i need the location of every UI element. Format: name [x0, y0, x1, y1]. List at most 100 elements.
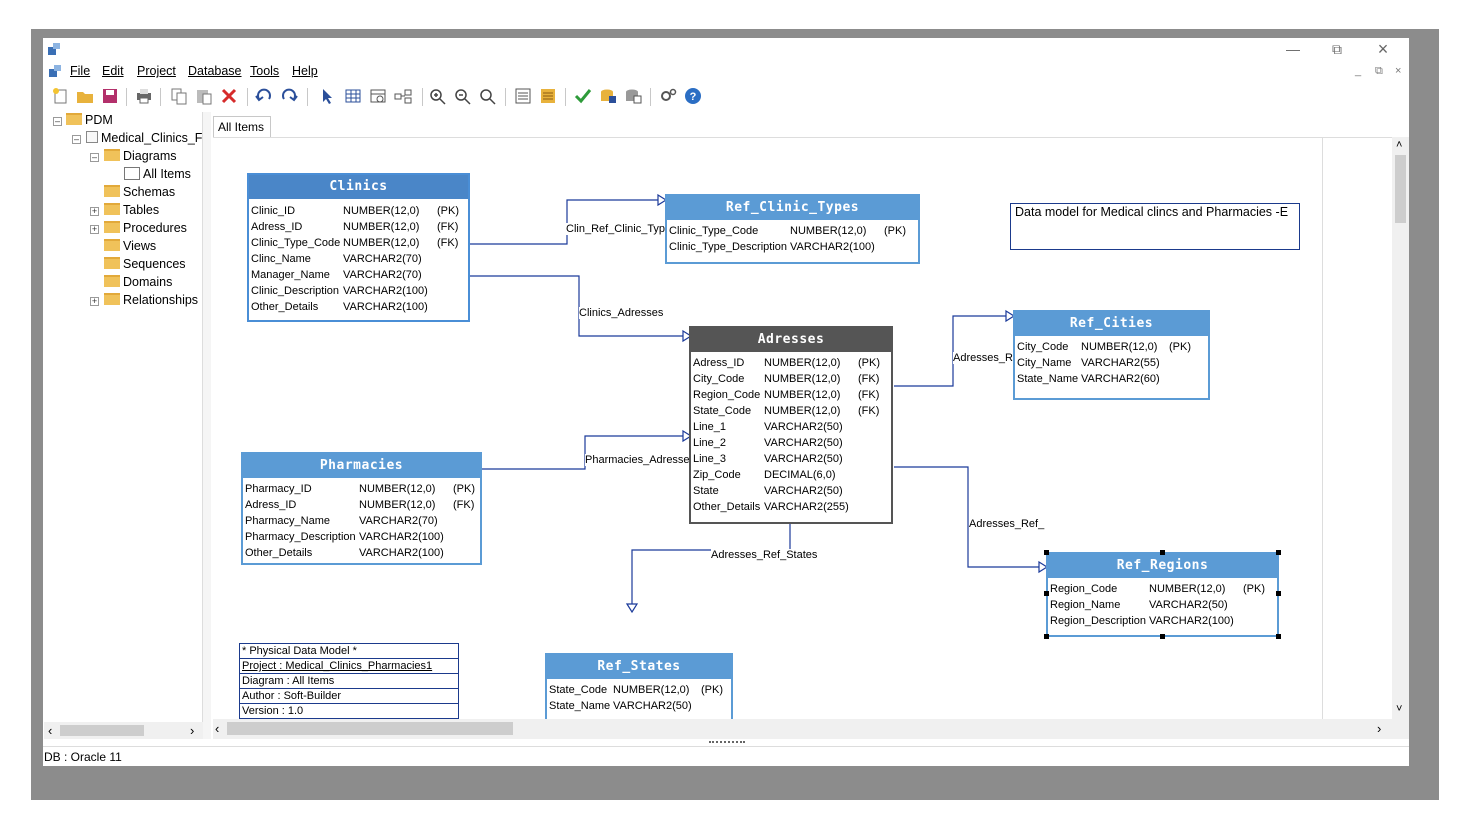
folder-icon [104, 185, 120, 197]
menu-help[interactable]: Help [292, 64, 318, 78]
menu-bar: File Edit Project Database Tools Help _ … [43, 60, 1409, 82]
selection-handle[interactable] [1276, 550, 1281, 555]
tree-node-procedures[interactable]: Procedures [104, 221, 187, 239]
resize-grip[interactable] [709, 741, 745, 743]
tree-node-views[interactable]: Views [104, 239, 156, 257]
save-icon[interactable] [100, 87, 120, 105]
collapse-icon[interactable]: – [53, 116, 62, 126]
panel-splitter[interactable] [203, 112, 211, 739]
tab-all-items[interactable]: All Items [213, 116, 271, 137]
expand-icon[interactable]: + [90, 224, 99, 234]
tree-node-tables[interactable]: Tables [104, 203, 159, 221]
rel-label-clin-ref-clinic-types[interactable]: Clin_Ref_Clinic_Types [566, 223, 677, 235]
selection-handle[interactable] [1044, 634, 1049, 639]
document-icon[interactable] [538, 87, 558, 105]
paste-icon[interactable] [194, 87, 214, 105]
entity-title: Pharmacies [243, 454, 480, 478]
collapse-icon[interactable]: – [72, 134, 81, 144]
tree-node-pdm[interactable]: PDM [66, 113, 113, 131]
menu-database[interactable]: Database [188, 64, 242, 78]
close-button[interactable]: × [1377, 39, 1389, 59]
tree-node-all-items[interactable]: All Items [124, 167, 191, 185]
collapse-icon[interactable]: – [90, 152, 99, 162]
view-icon[interactable] [368, 87, 388, 105]
delete-icon[interactable] [219, 87, 239, 105]
expand-icon[interactable]: + [90, 296, 99, 306]
selection-handle[interactable] [1160, 634, 1165, 639]
tree-node-diagrams[interactable]: Diagrams [104, 149, 177, 167]
status-bar: DB : Oracle 11 [43, 746, 1409, 766]
title-bar: — ⧉ × [43, 38, 1409, 60]
rel-label-adresses-ref-cities[interactable]: Adresses_R [953, 352, 1013, 364]
scroll-right-icon[interactable]: › [1377, 721, 1382, 736]
new-icon[interactable] [51, 87, 71, 105]
pointer-icon[interactable] [318, 87, 338, 105]
scroll-right-icon[interactable]: › [190, 723, 195, 738]
rel-label-pharmacies-adresses[interactable]: Pharmacies_Adresse [585, 454, 690, 466]
entity-title: Ref_States [547, 655, 731, 679]
folder-icon [104, 221, 120, 233]
mdi-minimize-button[interactable]: _ [1355, 65, 1362, 77]
undo-icon[interactable] [254, 87, 274, 105]
scroll-down-icon[interactable]: ˅ [1396, 703, 1403, 715]
relationship-icon[interactable] [393, 87, 413, 105]
redo-icon[interactable] [279, 87, 299, 105]
diagram-canvas[interactable]: Clin_Ref_Clinic_Types Clinics_Adresses P… [213, 137, 1392, 719]
canvas-horizontal-scrollbar[interactable]: ‹ › [213, 719, 1409, 739]
zoom-in-icon[interactable] [428, 87, 448, 105]
tree-horizontal-scrollbar[interactable]: ‹ › [44, 722, 203, 739]
generate-database-icon[interactable] [598, 87, 618, 105]
model-info-box[interactable]: * Physical Data Model * Project : Medica… [239, 643, 459, 719]
diagram-note[interactable]: Data model for Medical clincs and Pharma… [1010, 203, 1300, 250]
vertical-scroll-thumb[interactable] [1395, 155, 1406, 223]
table-icon[interactable] [343, 87, 363, 105]
selection-handle[interactable] [1044, 550, 1049, 555]
selection-handle[interactable] [1044, 591, 1049, 596]
tree-node-sequences[interactable]: Sequences [104, 257, 186, 275]
rel-label-clinics-adresses[interactable]: Clinics_Adresses [579, 307, 664, 319]
zoom-out-icon[interactable] [453, 87, 473, 105]
check-icon[interactable] [573, 87, 593, 105]
expand-icon[interactable]: + [90, 206, 99, 216]
tree-node-domains[interactable]: Domains [104, 275, 172, 293]
page-boundary [1322, 138, 1323, 719]
report-icon[interactable] [513, 87, 533, 105]
tree-scroll-thumb[interactable] [60, 725, 144, 736]
zoom-fit-icon[interactable] [478, 87, 498, 105]
restore-button[interactable]: ⧉ [1332, 41, 1342, 57]
copy-icon[interactable] [169, 87, 189, 105]
selection-handle[interactable] [1276, 591, 1281, 596]
open-folder-icon[interactable] [75, 87, 95, 105]
canvas-vertical-scrollbar[interactable]: ˄ ˅ [1392, 137, 1409, 719]
scroll-left-icon[interactable]: ‹ [48, 723, 53, 738]
print-icon[interactable] [134, 87, 154, 105]
menu-edit[interactable]: Edit [102, 64, 124, 78]
menu-tools[interactable]: Tools [250, 64, 280, 78]
rel-label-adresses-ref-regions[interactable]: Adresses_Ref_ [969, 518, 1045, 530]
tree-node-relationships[interactable]: Relationships [104, 293, 198, 311]
selection-handle[interactable] [1160, 550, 1165, 555]
help-icon[interactable]: ? [683, 87, 703, 105]
menu-project[interactable]: Project [137, 64, 176, 78]
mdi-close-button[interactable]: × [1395, 65, 1402, 77]
mdi-restore-button[interactable]: ⧉ [1375, 65, 1383, 77]
reverse-database-icon[interactable] [623, 87, 643, 105]
tab-strip: All Items [211, 112, 1409, 137]
menu-file[interactable]: File [70, 64, 91, 78]
minimize-button[interactable]: — [1286, 41, 1300, 57]
horizontal-scroll-thumb[interactable] [227, 722, 513, 735]
tree-node-schemas[interactable]: Schemas [104, 185, 175, 203]
settings-icon[interactable] [658, 87, 678, 105]
scroll-left-icon[interactable]: ‹ [215, 721, 220, 736]
rel-label-adresses-ref-states[interactable]: Adresses_Ref_States [711, 549, 818, 561]
scroll-up-icon[interactable]: ˄ [1396, 139, 1403, 151]
selection-handle[interactable] [1276, 634, 1281, 639]
tree-node-project[interactable]: Medical_Clinics_F [86, 131, 202, 149]
